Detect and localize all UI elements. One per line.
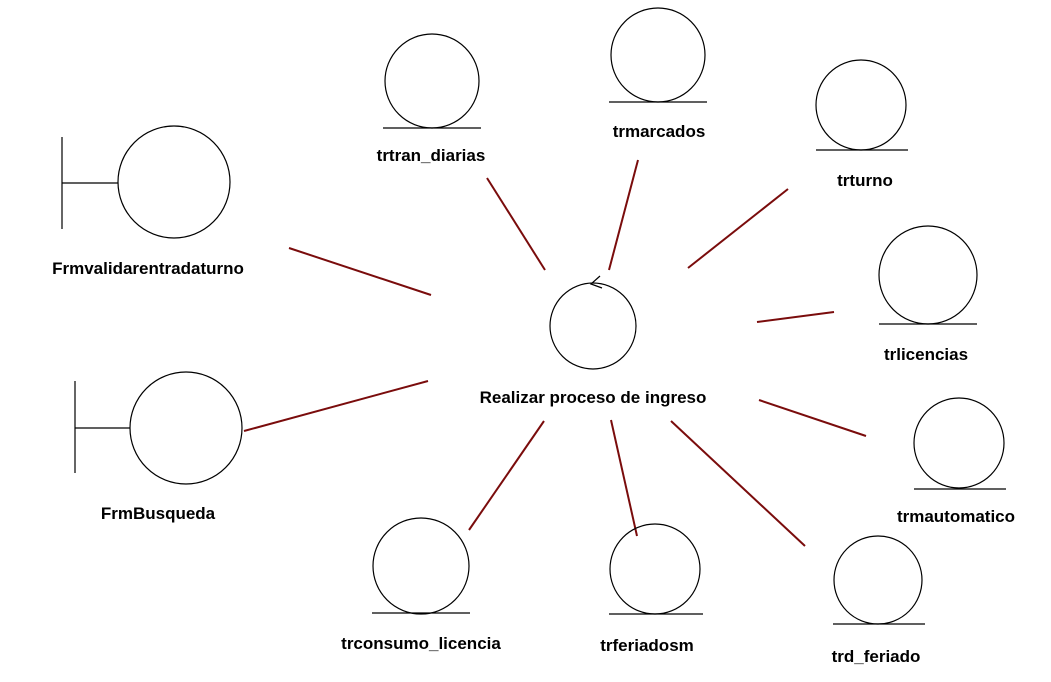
entity-trmarcados xyxy=(609,7,707,103)
boundary-circle xyxy=(129,371,243,485)
entity-circle xyxy=(878,225,978,325)
link-trmautomatico xyxy=(758,399,867,437)
entity-trlicencias xyxy=(878,225,978,325)
link-frmvalidarentradaturno xyxy=(288,247,432,296)
entity-trmautomatico xyxy=(913,397,1006,490)
entity-label-trconsumo-licencia: trconsumo_licencia xyxy=(341,634,501,653)
entity-label-trturno: trturno xyxy=(837,171,893,190)
control-object xyxy=(549,275,637,370)
link-trmarcados xyxy=(608,159,639,271)
control-arrow-icon xyxy=(589,275,603,289)
entity-label-trmarcados: trmarcados xyxy=(613,122,706,141)
boundary-label-frmvalidarentradaturno: Frmvalidarentradaturno xyxy=(52,259,244,278)
control-circle xyxy=(549,282,637,370)
link-trferiadosm xyxy=(610,419,638,537)
link-trturno xyxy=(687,188,789,269)
entity-label-trmautomatico: trmautomatico xyxy=(897,507,1015,526)
links xyxy=(243,159,867,547)
link-trlicencias xyxy=(756,311,835,323)
entity-trferiadosm xyxy=(609,523,703,615)
link-frmbusqueda xyxy=(243,380,429,432)
entity-label-trlicencias: trlicencias xyxy=(884,345,968,364)
entity-circle xyxy=(610,7,706,103)
entity-label-trtran-diarias: trtran_diarias xyxy=(377,146,486,165)
entity-circle xyxy=(372,517,470,615)
entity-circle xyxy=(815,59,907,151)
entity-circle xyxy=(833,535,923,625)
entity-trtran-diarias xyxy=(383,33,481,129)
link-trd-feriado xyxy=(670,420,806,547)
entity-trconsumo-licencia xyxy=(372,517,470,615)
entity-trturno xyxy=(815,59,908,151)
boundary-frmvalidarentradaturno xyxy=(61,125,231,239)
control-label: Realizar proceso de ingreso xyxy=(480,388,707,407)
entity-trd-feriado xyxy=(833,535,925,625)
entity-label-trferiadosm: trferiadosm xyxy=(600,636,694,655)
link-trconsumo-licencia xyxy=(468,420,545,531)
entity-circle xyxy=(609,523,701,615)
entity-label-trd-feriado: trd_feriado xyxy=(832,647,921,666)
entity-circle xyxy=(384,33,480,129)
entity-circle xyxy=(913,397,1005,489)
boundary-frmbusqueda xyxy=(74,371,243,485)
boundary-circle xyxy=(117,125,231,239)
link-trtran-diarias xyxy=(486,177,546,271)
boundary-label-frmbusqueda: FrmBusqueda xyxy=(101,504,216,523)
